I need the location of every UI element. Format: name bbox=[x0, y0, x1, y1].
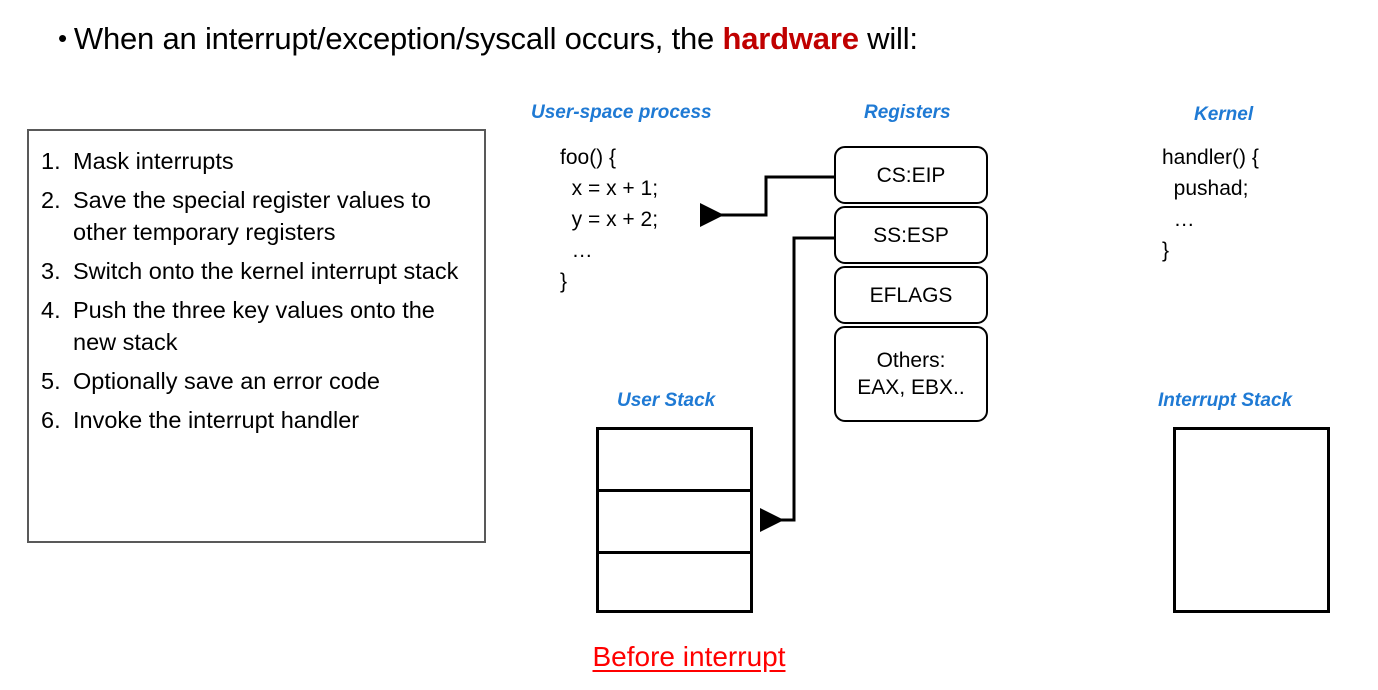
list-item: 2. Save the special register values to o… bbox=[41, 184, 474, 248]
register-box-others[interactable]: Others: EAX, EBX.. bbox=[834, 326, 988, 422]
user-space-code-block: foo() { x = x + 1; y = x + 2; … } bbox=[560, 146, 659, 293]
register-box-eflags[interactable]: EFLAGS bbox=[834, 266, 988, 324]
list-item-number: 4. bbox=[41, 297, 61, 323]
list-item: 1. Mask interrupts bbox=[41, 145, 474, 177]
registers-heading: Registers bbox=[864, 102, 951, 123]
register-box-cs-eip[interactable]: CS:EIP bbox=[834, 146, 988, 204]
user-stack-cell bbox=[599, 430, 750, 492]
list-item-number: 5. bbox=[41, 368, 61, 394]
title-text-after: will: bbox=[858, 21, 918, 56]
user-space-process-heading: User-space process bbox=[531, 102, 712, 123]
kernel-heading: Kernel bbox=[1194, 104, 1254, 125]
interrupt-stack-cell bbox=[1176, 430, 1327, 610]
list-item-label: Optionally save an error code bbox=[73, 368, 380, 394]
hardware-steps-list: 1. Mask interrupts 2. Save the special r… bbox=[29, 131, 484, 436]
list-item-number: 6. bbox=[41, 407, 61, 433]
list-item-number: 1. bbox=[41, 148, 61, 174]
bullet-glyph-icon: • bbox=[58, 23, 67, 53]
list-item-label: Mask interrupts bbox=[73, 148, 234, 174]
page-title: •When an interrupt/exception/syscall occ… bbox=[58, 18, 918, 59]
interrupt-stack-heading: Interrupt Stack bbox=[1158, 390, 1293, 411]
list-item-label: Save the special register values to othe… bbox=[73, 187, 431, 245]
list-item-number: 2. bbox=[41, 187, 61, 213]
slide-caption: Before interrupt bbox=[0, 641, 1378, 673]
list-item-number: 3. bbox=[41, 258, 61, 284]
list-item: 5. Optionally save an error code bbox=[41, 365, 474, 397]
title-text-before: When an interrupt/exception/syscall occu… bbox=[73, 21, 723, 56]
hardware-steps-box: 1. Mask interrupts 2. Save the special r… bbox=[27, 129, 486, 543]
user-stack-box bbox=[596, 427, 753, 613]
list-item: 6. Invoke the interrupt handler bbox=[41, 404, 474, 436]
list-item-label: Switch onto the kernel interrupt stack bbox=[73, 258, 459, 284]
list-item: 4. Push the three key values onto the ne… bbox=[41, 294, 474, 358]
registers-group: CS:EIP SS:ESP EFLAGS Others: EAX, EBX.. bbox=[834, 146, 988, 424]
user-stack-cell bbox=[599, 554, 750, 616]
cs-eip-to-user-code-arrow bbox=[700, 175, 834, 227]
list-item: 3. Switch onto the kernel interrupt stac… bbox=[41, 255, 474, 287]
ss-esp-to-user-stack-arrow bbox=[760, 236, 834, 532]
kernel-code-block: handler() { pushad; … } bbox=[1162, 146, 1259, 262]
slide-caption-label: Before interrupt bbox=[592, 641, 786, 672]
list-item-label: Push the three key values onto the new s… bbox=[73, 297, 435, 355]
register-box-ss-esp[interactable]: SS:ESP bbox=[834, 206, 988, 264]
title-highlight-hardware: hardware bbox=[722, 21, 859, 56]
list-item-label: Invoke the interrupt handler bbox=[73, 407, 360, 433]
user-stack-cell bbox=[599, 492, 750, 554]
user-stack-heading: User Stack bbox=[617, 390, 716, 411]
interrupt-stack-box bbox=[1173, 427, 1330, 613]
